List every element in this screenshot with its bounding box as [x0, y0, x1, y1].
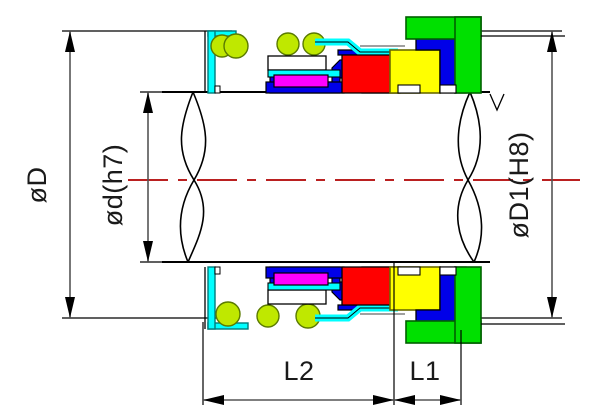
dim-arrow-bore-bottom: [547, 297, 557, 318]
magenta-band-top: [273, 74, 329, 88]
white-gaps-bottom: [397, 266, 457, 276]
dim-label-l1: L1: [409, 356, 440, 386]
bracket-top-web: [207, 30, 216, 94]
dimension-bore-diameter: øD1(H8): [504, 31, 557, 318]
bracket-bottom-foot: [214, 266, 221, 275]
magenta-band-bottom: [273, 272, 329, 286]
white-spacer-top: [267, 55, 327, 71]
dim-arrow-outer-top: [65, 31, 75, 52]
dimension-outer-diameter: øD: [22, 31, 75, 318]
o-rings-bottom: [215, 301, 321, 329]
dim-arrow-l1-right: [440, 395, 461, 405]
dim-label-l2: L2: [283, 356, 314, 386]
seal-assembly-top: [204, 16, 565, 112]
o-ring-bottom-1: [215, 301, 241, 327]
o-ring-bottom-2: [256, 304, 280, 328]
bracket-top-foot: [214, 85, 221, 94]
shaft-break-line-right-b: [456, 91, 482, 263]
dim-arrow-shaft-top: [143, 92, 153, 113]
white-gap-top-2: [439, 84, 457, 94]
dimension-length-l1: L1: [394, 356, 461, 405]
seal-assembly-bottom: [204, 266, 565, 344]
o-ring-top-2: [223, 33, 249, 59]
chevron-marker-top: [489, 93, 505, 112]
cyan-strip-bottom-outline: [315, 307, 398, 319]
dim-arrow-shaft-bottom: [143, 241, 153, 262]
o-rings-top: [210, 32, 326, 59]
bracket-bottom-web: [207, 266, 216, 330]
dimension-length-l2: L2: [203, 356, 394, 405]
green-gland-plate-bottom-v: [454, 266, 482, 344]
white-gaps-top: [397, 84, 457, 94]
dim-label-bore-diameter: øD1(H8): [504, 131, 534, 238]
dim-label-outer-diameter: øD: [22, 167, 52, 204]
green-gland-plate-top-v: [454, 16, 482, 94]
white-spacer-bottom: [267, 289, 327, 305]
section-guide-lines: [202, 262, 462, 405]
dim-arrow-bore-top: [547, 31, 557, 52]
white-gap-bottom-1: [397, 266, 421, 276]
cyan-strip-top-outline: [315, 41, 398, 53]
dimension-shaft-diameter: ød(h7): [98, 92, 153, 262]
shaft-break-line-left-b: [179, 91, 207, 263]
dim-arrow-l2-left: [203, 395, 224, 405]
dim-arrow-l1-left: [394, 395, 415, 405]
white-gap-top-1: [397, 84, 421, 94]
o-ring-top-3: [276, 32, 300, 56]
white-gap-bottom-2: [439, 266, 457, 276]
dim-arrow-l2-right: [373, 395, 394, 405]
dim-arrow-outer-bottom: [65, 297, 75, 318]
dim-label-shaft-diameter: ød(h7): [98, 144, 128, 227]
